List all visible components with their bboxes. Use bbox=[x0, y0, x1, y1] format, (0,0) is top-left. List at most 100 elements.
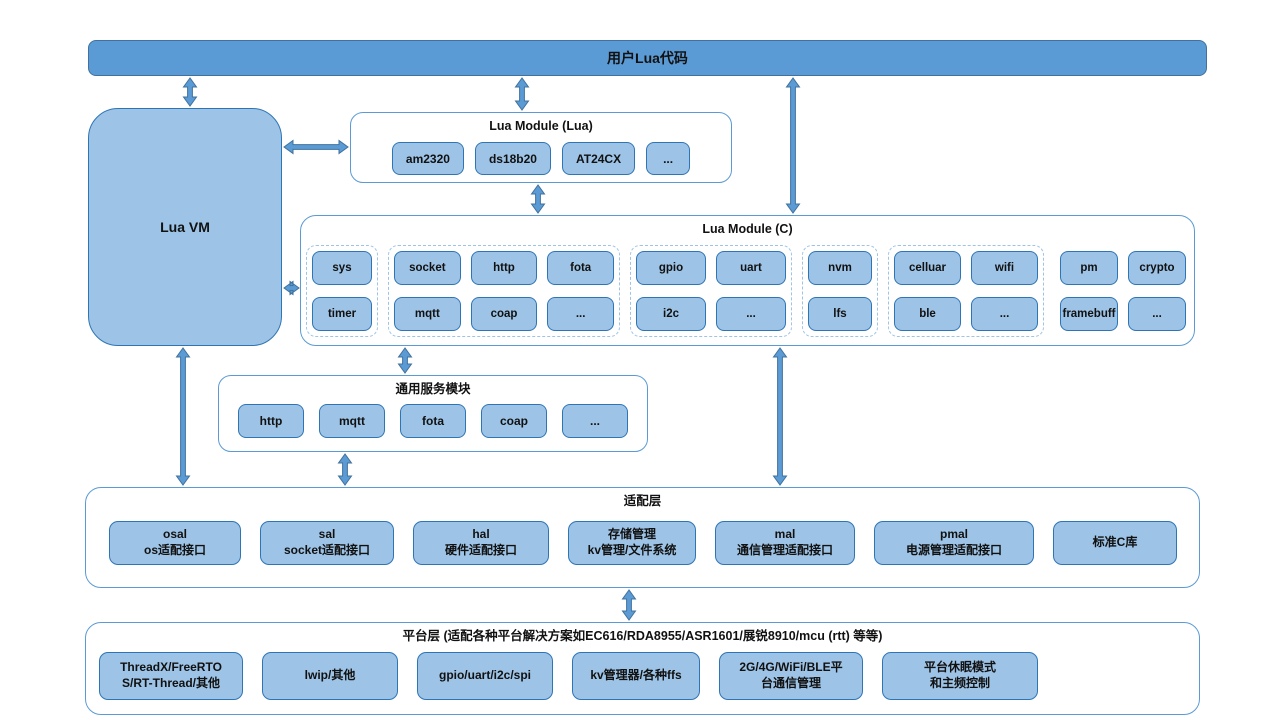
layer-box-line: kv管理器/各种ffs bbox=[590, 668, 682, 683]
module-chip: ... bbox=[562, 404, 628, 438]
module-chip: nvm bbox=[808, 251, 872, 285]
module-chip: fota bbox=[400, 404, 466, 438]
lua-vm-label: Lua VM bbox=[160, 219, 210, 235]
module-chip: http bbox=[470, 251, 538, 285]
layer-box-line: osal bbox=[162, 527, 187, 542]
module-chip: sys bbox=[312, 251, 372, 285]
lua-module-c-title: Lua Module (C) bbox=[702, 222, 793, 236]
layer-box-line: lwip/其他 bbox=[304, 668, 356, 683]
user-lua-code-bar: 用户Lua代码 bbox=[88, 40, 1207, 76]
layer-box-line: hal bbox=[472, 527, 490, 542]
lua-vm_lua-module-c-arrow bbox=[283, 280, 300, 296]
layer-box: kv管理器/各种ffs bbox=[572, 652, 700, 700]
module-chip: socket bbox=[394, 251, 461, 285]
layer-box-line: sal bbox=[318, 527, 336, 542]
lua-module-lua_lua-module-c-arrow bbox=[530, 184, 546, 214]
lua-vm-block: Lua VM bbox=[88, 108, 282, 346]
common-services-panel: 通用服务模块 http mqtt fota coap... bbox=[218, 375, 648, 452]
module-chip: wifi bbox=[971, 251, 1038, 285]
platform-layer-panel: 平台层 (适配各种平台解决方案如EC616/RDA8955/ASR1601/展锐… bbox=[85, 622, 1200, 715]
layer-box-line: 平台休眠模式 bbox=[923, 660, 996, 675]
adapt-layer_platform-layer-arrow bbox=[621, 589, 637, 621]
module-chip: timer bbox=[312, 297, 372, 331]
common-services-chips: http mqtt fota coap... bbox=[219, 404, 647, 438]
module-chip: mqtt bbox=[319, 404, 385, 438]
module-chip: coap bbox=[470, 297, 538, 331]
platform-layer-title: 平台层 (适配各种平台解决方案如EC616/RDA8955/ASR1601/展锐… bbox=[402, 629, 883, 643]
module-chip: crypto bbox=[1128, 251, 1186, 285]
user-code_lua-vm-arrow bbox=[182, 77, 198, 107]
adapt-layer-title: 适配层 bbox=[623, 494, 662, 508]
user-code_lua-module-c-arrow bbox=[785, 77, 801, 214]
layer-box-line: 台通信管理 bbox=[760, 676, 821, 690]
layer-box: 平台休眠模式和主频控制 bbox=[882, 652, 1038, 700]
module-chip-group: nvm lfs bbox=[802, 245, 878, 337]
layer-box-line: S/RT-Thread/其他 bbox=[121, 676, 220, 690]
layer-box-line: 硬件适配接口 bbox=[444, 543, 517, 557]
layer-box: lwip/其他 bbox=[262, 652, 398, 700]
layer-box-line: 存储管理 bbox=[607, 527, 656, 542]
module-chip: ... bbox=[547, 297, 614, 331]
common-services-title: 通用服务模块 bbox=[395, 382, 471, 396]
module-chip-group: sys timer bbox=[306, 245, 378, 337]
layer-box-line: 通信管理适配接口 bbox=[736, 543, 833, 557]
module-chip: AT24CX bbox=[561, 142, 636, 175]
module-chip: http bbox=[238, 404, 304, 438]
module-chip: lfs bbox=[808, 297, 872, 331]
layer-box: 标准C库 bbox=[1053, 521, 1177, 565]
layer-box-line: os适配接口 bbox=[143, 543, 206, 557]
layer-box-line: 2G/4G/WiFi/BLE平 bbox=[739, 660, 843, 675]
common-services_adapt-layer-arrow bbox=[337, 453, 353, 486]
layer-box-line: mal bbox=[774, 527, 796, 542]
lua-module-c_common-services-arrow bbox=[397, 347, 413, 374]
layer-box-line: 电源管理适配接口 bbox=[905, 543, 1002, 557]
layer-box-line: gpio/uart/i2c/spi bbox=[438, 668, 531, 683]
layer-box-line: pmal bbox=[939, 527, 968, 542]
layer-box-line: socket适配接口 bbox=[283, 543, 371, 557]
layer-box-line: 标准C库 bbox=[1092, 535, 1138, 550]
layer-box-line: ThreadX/FreeRTO bbox=[120, 660, 222, 675]
module-chip: ... bbox=[971, 297, 1038, 331]
user-lua-code-label: 用户Lua代码 bbox=[607, 50, 688, 66]
layer-box-line: kv管理/文件系统 bbox=[587, 543, 677, 557]
lua-module-c-panel: Lua Module (C) sys timer socket http fota mqt… bbox=[300, 215, 1195, 346]
module-chip: mqtt bbox=[394, 297, 461, 331]
module-chip: fota bbox=[547, 251, 614, 285]
module-chip-group: socket http fota mqtt coap... bbox=[388, 245, 620, 337]
module-chip: celluar bbox=[894, 251, 961, 285]
module-chip: ... bbox=[646, 142, 691, 175]
lua-vm_adapt-layer-arrow bbox=[175, 347, 191, 486]
module-chip: ... bbox=[716, 297, 786, 331]
lua-module-c_adapt-layer-arrow bbox=[772, 347, 788, 486]
layer-box: 2G/4G/WiFi/BLE平台通信管理 bbox=[719, 652, 863, 700]
layer-box-line: 和主频控制 bbox=[929, 676, 990, 690]
module-chip: coap bbox=[481, 404, 547, 438]
lua-module-lua-title: Lua Module (Lua) bbox=[489, 119, 593, 133]
module-chip: am2320 bbox=[391, 142, 464, 175]
module-chip: uart bbox=[716, 251, 786, 285]
user-code_lua-module-lua-arrow bbox=[514, 77, 530, 111]
lua-vm_lua-module-lua-arrow bbox=[283, 139, 349, 155]
module-chip: gpio bbox=[636, 251, 706, 285]
module-chip: framebuff bbox=[1060, 297, 1118, 331]
layer-box: gpio/uart/i2c/spi bbox=[417, 652, 553, 700]
module-chip: ... bbox=[1128, 297, 1186, 331]
module-chip: ble bbox=[894, 297, 961, 331]
module-chip: pm bbox=[1060, 251, 1118, 285]
